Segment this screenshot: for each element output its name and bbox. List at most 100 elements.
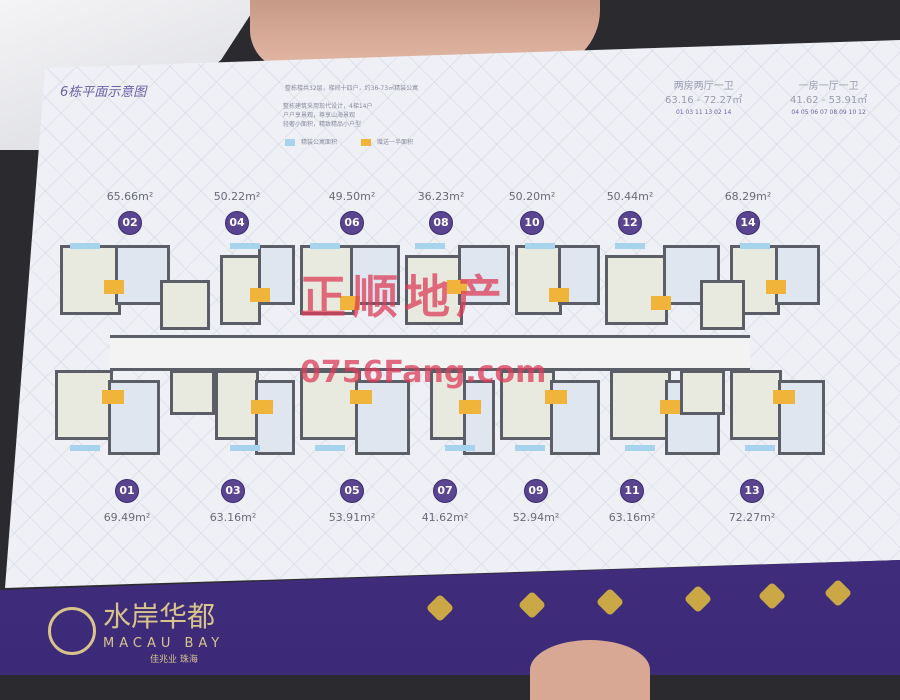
brand-name-en: MACAU BAY	[103, 636, 225, 651]
legend-label: 精装公寓面积	[301, 139, 338, 146]
unit-area: 72.27m²	[728, 511, 776, 524]
unit-number-badge: 05	[340, 479, 364, 503]
unit-area: 52.94m²	[512, 511, 560, 524]
unit-number-badge: 08	[429, 211, 453, 235]
corridor	[110, 335, 750, 371]
room	[457, 245, 510, 305]
typology-name: 一房一厅一卫	[798, 81, 859, 92]
window	[230, 445, 260, 451]
window	[515, 445, 545, 451]
window	[310, 243, 340, 249]
balcony	[545, 390, 567, 404]
plan-title: 6栋平面示意图	[60, 85, 147, 100]
window	[740, 243, 770, 249]
room	[610, 370, 671, 440]
room	[55, 370, 113, 440]
unit-number-badge: 13	[740, 479, 764, 503]
unit-number-badge: 09	[524, 479, 548, 503]
room	[115, 245, 170, 305]
note: 轻奢小面积，精致精品小户型	[283, 121, 362, 128]
window	[315, 445, 345, 451]
room	[515, 245, 562, 315]
balcony	[459, 400, 482, 414]
unit-area: 65.66m²	[106, 190, 154, 203]
unit-number-badge: 06	[340, 211, 364, 235]
balcony	[104, 280, 124, 294]
elevator	[700, 280, 745, 330]
room	[300, 370, 361, 440]
window	[745, 445, 775, 451]
balcony	[340, 296, 360, 310]
unit-area: 41.62m²	[421, 511, 469, 524]
unit-area: 63.16m²	[608, 511, 656, 524]
window	[525, 243, 555, 249]
balcony	[447, 280, 467, 294]
room	[500, 370, 555, 440]
floor-plan	[50, 240, 830, 465]
window	[230, 243, 260, 249]
unit-number-badge: 01	[115, 479, 139, 503]
legend-swatch-window	[285, 139, 295, 146]
window	[625, 445, 655, 451]
legend-label: 赠送一半面积	[376, 139, 413, 146]
room	[350, 245, 400, 305]
window	[70, 243, 100, 249]
balcony	[659, 400, 682, 414]
balcony	[772, 390, 795, 404]
room	[605, 255, 669, 325]
unit-area: 69.49m²	[103, 511, 151, 524]
unit-number-badge: 07	[433, 479, 457, 503]
balcony	[651, 296, 671, 310]
window	[615, 243, 645, 249]
typology-units: 04 05 06 07 08 09 10 12	[791, 109, 866, 116]
note: 整栋建筑采用现代设计，4梯14户	[283, 103, 373, 110]
unit-number-badge: 12	[618, 211, 642, 235]
legend-swatch-balcony	[360, 139, 371, 146]
typology-2: 一房一厅一卫 41.62 - 53.91㎡ 04 05 06 07 08 09 …	[790, 80, 867, 117]
unit-number-badge: 03	[221, 479, 245, 503]
unit-area: 50.22m²	[213, 190, 261, 203]
room	[220, 255, 262, 325]
unit-area: 53.91m²	[328, 511, 376, 524]
unit-number-badge: 14	[736, 211, 760, 235]
elevator	[160, 280, 210, 330]
unit-area: 63.16m²	[209, 511, 257, 524]
unit-area: 49.50m²	[328, 190, 376, 203]
watermark-url: 0756Fang.com	[300, 355, 547, 390]
note: 户户享景观，尊享山海景观	[283, 112, 356, 119]
unit-area: 50.44m²	[606, 190, 654, 203]
window	[415, 243, 445, 249]
typology-name: 两房两厅一卫	[673, 81, 734, 92]
window	[70, 445, 100, 451]
balcony	[102, 390, 125, 404]
stair	[170, 370, 215, 415]
note-main: 整栋楼共32层，梯间十四户，约36-73㎡精装公寓	[285, 85, 419, 92]
balcony	[250, 288, 270, 302]
unit-number-badge: 04	[225, 211, 249, 235]
unit-area: 50.20m²	[508, 190, 556, 203]
brand-logo-icon	[48, 607, 96, 655]
unit-area: 68.29m²	[724, 190, 772, 203]
balcony	[251, 400, 273, 414]
watermark-cn: 正顺地产	[300, 270, 508, 324]
legend: 精装公寓面积 赠送一半面积	[285, 138, 413, 147]
typology-1: 两房两厅一卫 63.16 - 72.27㎡ 01 03 11 13 02 14	[665, 80, 742, 117]
balcony	[766, 280, 786, 294]
note-list: 整栋建筑采用现代设计，4梯14户 户户享景观，尊享山海景观 轻奢小面积，精致精品…	[283, 102, 372, 129]
unit-number-badge: 02	[118, 211, 142, 235]
brand-name-cn: 水岸华都	[103, 600, 216, 633]
typology-range: 63.16 - 72.27㎡	[665, 95, 743, 106]
room	[775, 245, 820, 305]
balcony	[349, 390, 372, 404]
room	[730, 370, 783, 440]
room	[255, 380, 295, 455]
developer: 佳兆业 珠海	[150, 655, 198, 665]
unit-number-badge: 11	[620, 479, 644, 503]
unit-area: 36.23m²	[417, 190, 465, 203]
unit-number-badge: 10	[520, 211, 544, 235]
thumb	[530, 640, 650, 700]
room	[430, 370, 466, 440]
stair	[680, 370, 725, 415]
typology-units: 01 03 11 13 02 14	[675, 109, 732, 116]
typology-range: 41.62 - 53.91㎡	[790, 95, 868, 106]
